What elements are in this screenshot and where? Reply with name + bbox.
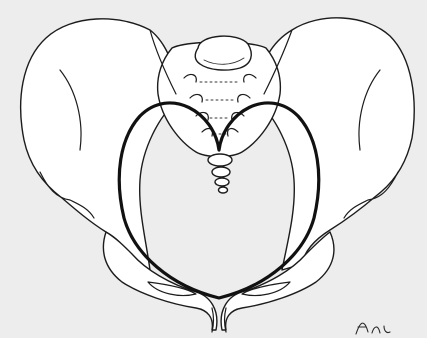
right-pubic-ramus xyxy=(221,232,334,330)
sacral-promontory xyxy=(195,36,251,70)
coccyx-segment-4 xyxy=(219,187,228,193)
coccyx-segment-2 xyxy=(212,167,230,177)
signature-mark xyxy=(356,323,390,334)
coccyx-segment-3 xyxy=(215,178,229,186)
left-ilium xyxy=(21,19,180,270)
left-pubic-ramus xyxy=(103,232,216,330)
right-ilium xyxy=(254,18,414,270)
coccyx-segment-1 xyxy=(208,154,232,166)
